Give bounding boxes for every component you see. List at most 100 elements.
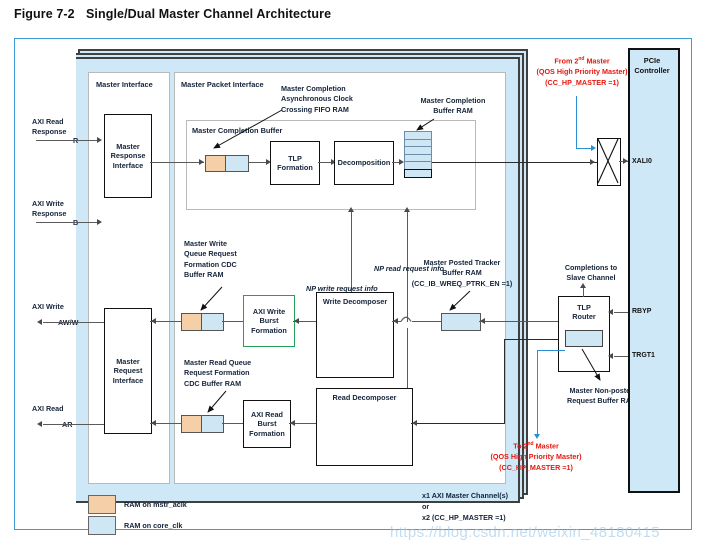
label-axi-read-channel: AR [62, 420, 73, 429]
line-awv-out [43, 322, 108, 323]
line-readcdc-to-reqif [150, 423, 181, 424]
from-2nd-master-line1: From 2 [554, 56, 579, 66]
annotation-completions-to-slave-channel: Completions to Slave Channel [564, 263, 618, 283]
ram-cell [404, 161, 432, 169]
label-axi-read: AXI Read [32, 404, 64, 413]
line-to-2nd-master-horizontal [537, 350, 565, 351]
csdn-watermark: https://blog.csdn.net/weixin_48180415 [390, 524, 660, 541]
block-master-request-interface[interactable]: Master Request Interface [104, 308, 152, 434]
line-completions-to-slave [583, 288, 584, 297]
annotation-to-2nd-master: To 2nd Master (QOS High Priority Master)… [478, 441, 594, 474]
from-2nd-master-line2: (QOS High Priority Master) [536, 67, 628, 77]
ram-write-queue-cdc-aclk [181, 313, 203, 331]
line-cb-in [186, 162, 204, 163]
arrow-readdecomp-to-arbf [290, 419, 295, 426]
leader-master-nonposted-ram [581, 348, 601, 381]
arrow-rbyp [608, 308, 613, 315]
annotation-completion-async-fifo-ram: Master Completion Asynchronous Clock Cro… [281, 84, 353, 114]
legend-label-mstr-aclk: RAM on mstr_aclk [124, 500, 187, 509]
line-np-read-request-info-upper [407, 212, 408, 322]
annotation-from-2nd-master: From 2nd Master (QOS High Priority Maste… [524, 56, 640, 89]
legend-swatch-core-clk [88, 516, 116, 535]
line-arbf-to-readcdc [222, 423, 243, 424]
to-2nd-master-line3: (CC_HP_MASTER =1) [499, 462, 573, 472]
arrow-np-read-request-info [403, 207, 410, 212]
arrow-from-2nd-master [591, 144, 596, 151]
arrow-np-write-request-info [347, 207, 354, 212]
label-axi-write-response: AXI Write Response [32, 199, 67, 219]
channel-count-line2: or [422, 502, 430, 512]
line-writecdc-to-reqif [150, 321, 181, 322]
port-label-trgt1: TRGT1 [632, 352, 655, 359]
block-tlp-formation[interactable]: TLP Formation [270, 141, 320, 185]
legend-swatch-mstr-aclk [88, 495, 116, 514]
to-2nd-master-line1: To 2 [513, 441, 528, 451]
label-axi-read-response-channel: R [73, 136, 79, 145]
line-ptrk-to-writedecomp-a [412, 321, 441, 322]
annotation-completion-buffer-ram: Master Completion Buffer RAM [420, 96, 486, 116]
to-2nd-master-line2: (QOS High Priority Master) [490, 452, 582, 462]
line-tlprouter-to-ptrk [479, 321, 561, 322]
arrow-nonposted-to-readdecomp [412, 419, 417, 426]
leader-write-queue-cdc-ram [200, 286, 223, 311]
from-2nd-master-line1b: Master [584, 56, 610, 66]
port-label-rbyp: RBYP [632, 308, 652, 315]
block-read-decomposer[interactable]: Read Decomposer [316, 388, 413, 466]
ram-cell [404, 153, 432, 162]
to-2nd-master-line1b: Master [533, 441, 559, 451]
panel-master-interface-title: Master Interface [96, 80, 153, 89]
block-axi-write-burst-formation[interactable]: AXI Write Burst Formation [243, 295, 295, 347]
leader-posted-tracker-ram [449, 290, 471, 311]
arrow-cb-in [199, 158, 204, 165]
arrow-decomp-to-cbram [399, 158, 404, 165]
line-fifo-to-tlpform [248, 162, 268, 163]
label-np-write-request-info: NP write request info [306, 284, 378, 293]
arrow-readcdc-to-reqif [151, 419, 156, 426]
block-axi-read-burst-formation[interactable]: AXI Read Burst Formation [243, 400, 291, 448]
channel-count-line3: x2 (CC_HP_MASTER =1) [422, 513, 506, 523]
leader-read-queue-cdc-ram [207, 390, 227, 413]
label-axi-read-response: AXI Read Response [32, 117, 67, 137]
channel-count-line1: x1 AXI Master Channel(s) [422, 491, 509, 500]
ram-master-posted-tracker-buffer [441, 313, 481, 331]
arrow-r-in [97, 136, 102, 143]
arrow-ptrk-to-writedecomp [393, 317, 398, 324]
line-from-2nd-master-vertical [576, 96, 577, 148]
ram-master-completion-async-fifo-coreclk [225, 155, 249, 172]
ram-cell [404, 146, 432, 154]
block-master-response-interface[interactable]: Master Response Interface [104, 114, 152, 198]
ram-master-nonposted-request-buffer [565, 330, 603, 347]
crossover-switch-glyph [597, 138, 619, 184]
panel-master-packet-interface-title: Master Packet Interface [181, 80, 264, 89]
ram-cell [404, 131, 432, 139]
leader-async-fifo-ram [213, 109, 283, 149]
arrow-fifo-to-tlpform [266, 158, 271, 165]
left-signal-gutter [18, 42, 76, 524]
line-writedecomp-to-awbf [293, 321, 316, 322]
line-decomp-to-cbram [392, 162, 402, 163]
line-readdecomp-to-arbf [289, 423, 316, 424]
line-r-in [36, 140, 98, 141]
from-2nd-master-line3: (CC_HP_MASTER =1) [545, 77, 619, 87]
arrow-ar-out [37, 420, 42, 427]
arrow-writecdc-to-reqif [151, 317, 156, 324]
panel-master-completion-buffer-title: Master Completion Buffer [192, 126, 283, 135]
label-np-read-request-info: NP read request info [374, 264, 445, 273]
block-write-decomposer[interactable]: Write Decomposer [316, 292, 394, 378]
annotation-posted-tracker-ram: Master Posted Tracker Buffer RAM (CC_IB_… [411, 258, 513, 288]
block-pcie-controller[interactable] [628, 48, 680, 493]
arrow-completions-to-slave [579, 283, 586, 288]
arrow-b-in [97, 218, 102, 225]
line-cbram-to-xover [432, 162, 597, 163]
to-2nd-master-ordinal: nd [527, 441, 534, 447]
label-axi-write-channel: AW/W [58, 318, 79, 327]
pcie-controller-title: PCIe Controller [634, 56, 670, 75]
line-nonposted-to-readdecomp [411, 423, 505, 424]
label-axi-write-response-channel: B [73, 218, 79, 227]
line-to-2nd-master-vertical [537, 350, 538, 436]
arrow-xover-to-xali0 [623, 157, 628, 164]
block-decomposition[interactable]: Decomposition [334, 141, 394, 185]
ram-read-queue-cdc-aclk [181, 415, 203, 433]
from-2nd-master-ordinal: nd [578, 56, 585, 62]
